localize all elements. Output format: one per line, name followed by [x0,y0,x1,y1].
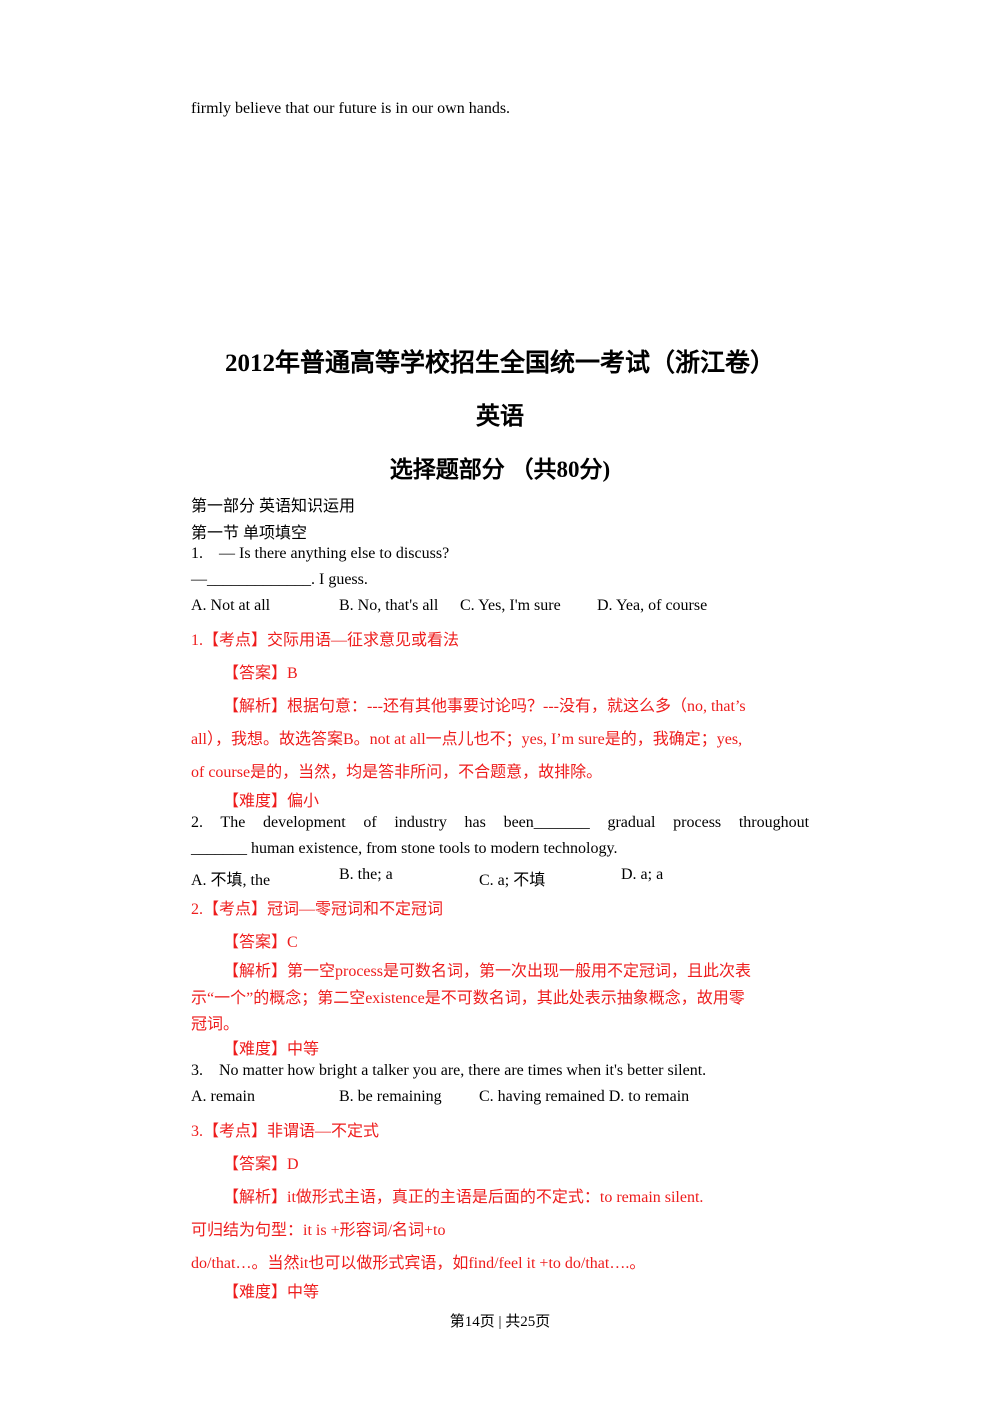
q3-option-b: B. be remaining [339,1088,442,1105]
q2-analysis-line-1: 【解析】第一空process是可数名词，第一次出现一般用不定冠词，且此次表 [223,963,751,980]
q3-analysis-line-3: do/that…。当然it也可以做形式宾语，如find/feel it +to … [191,1255,646,1272]
q1-analysis-line-3: of course是的，当然，均是答非所问，不合题意，故排除。 [191,764,603,781]
q1-stem-reply: —_____________. I guess. [191,571,368,588]
q2-difficulty: 【难度】中等 [223,1041,320,1058]
q2-stem-word: has [464,814,486,831]
q2-stem-word: The [220,814,246,831]
q1-analysis-line-2: all），我想。故选答案B。not at all一点儿也不；yes, I’m s… [191,731,743,748]
top-line: firmly believe that our future is in our… [191,100,511,117]
q2-stem-word: development [263,814,346,831]
q2-stem-line-1: 2. The development of industry has been_… [191,814,809,832]
q3-option-a: A. remain [191,1088,255,1105]
q3-analysis-line-1: 【解析】it做形式主语，真正的主语是后面的不定式：to remain silen… [223,1189,704,1206]
q1-analysis-line-1: 【解析】根据句意：---还有其他事要讨论吗？---没有，就这么多（no, tha… [223,698,746,715]
q3-stem: 3. No matter how bright a talker you are… [191,1062,707,1079]
q3-difficulty: 【难度】中等 [223,1284,320,1301]
q2-stem-line-2: _______ human existence, from stone tool… [191,840,618,857]
q2-option-a: A. 不填, the [191,872,271,889]
part-title: 第一部分 英语知识运用 [191,498,356,515]
q2-stem-word: industry [394,814,447,831]
subject-title: 英语 [476,404,524,430]
q1-option-a: A. Not at all [191,597,271,614]
section-title: 选择题部分 （共80分) [389,457,611,482]
q2-option-d: D. a; a [621,866,664,883]
q1-option-c: C. Yes, I'm sure [460,597,561,614]
q1-option-d: D. Yea, of course [597,597,708,614]
q2-stem-word: gradual [607,814,656,831]
q1-option-b: B. No, that's all [339,597,439,614]
exam-title: 2012年普通高等学校招生全国统一考试（浙江卷） [224,350,775,377]
q2-stem-word: throughout [738,814,810,831]
q2-analysis-line-2: 示“一个”的概念；第二空existence是不可数名词，其此处表示抽象概念，故用… [191,990,745,1007]
subsection-title: 第一节 单项填空 [191,525,308,542]
q3-option-c-d: C. having remained D. to remain [479,1088,690,1105]
q2-answer: 【答案】C [223,934,298,951]
page-footer: 第14页 | 共25页 [449,1314,551,1330]
q2-analysis-line-3: 冠词。 [191,1016,240,1033]
q1-answer: 【答案】B [223,665,298,682]
q3-answer: 【答案】D [223,1156,299,1173]
q1-kaodian: 1.【考点】交际用语—征求意见或看法 [191,632,460,649]
q1-difficulty: 【难度】偏小 [223,793,320,810]
q2-stem-word: process [673,814,722,831]
q2-option-b: B. the; a [339,866,393,883]
q3-analysis-line-2: 可归结为句型：it is +形容词/名词+to [191,1222,446,1239]
q2-option-c: C. a; 不填 [479,872,546,889]
q1-stem: 1. — Is there anything else to discuss? [191,545,450,562]
q2-stem-word: been_______ [503,814,590,831]
q2-stem-word: 2. [191,814,203,831]
q2-kaodian: 2.【考点】冠词—零冠词和不定冠词 [191,901,444,918]
q3-kaodian: 3.【考点】非谓语—不定式 [191,1123,380,1140]
q2-stem-word: of [363,814,377,831]
